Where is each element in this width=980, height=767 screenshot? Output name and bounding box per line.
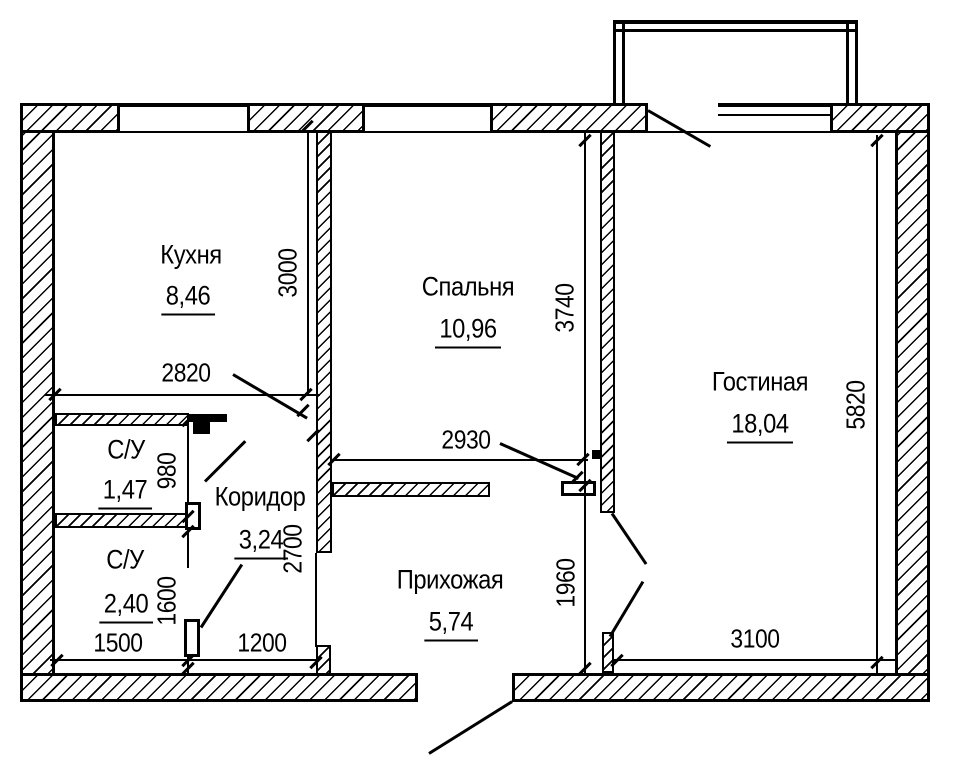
dim-line-3100 bbox=[613, 659, 895, 661]
bedroom-window bbox=[365, 103, 490, 133]
room-label-bedroom: Спальня bbox=[421, 271, 515, 302]
kitchen-door-frame-bar bbox=[187, 414, 227, 422]
dim-text-bath1-height: 980 bbox=[151, 452, 182, 490]
room-area-bedroom: 10,96 bbox=[434, 314, 502, 349]
dim-line-2930 bbox=[334, 459, 588, 461]
bath2-door-leaf bbox=[199, 563, 244, 629]
wall-bottom-segment-right bbox=[512, 673, 930, 702]
balcony-post-left-outer bbox=[613, 20, 616, 103]
kitchen-door-leaf bbox=[232, 373, 308, 420]
wall-kitchen-bedroom-divider bbox=[316, 131, 332, 553]
room-area-living: 18,04 bbox=[726, 409, 794, 444]
dim-text-kitchen-width: 2820 bbox=[161, 357, 211, 388]
bath1-door-leaf bbox=[203, 440, 247, 483]
dim-text-bedroom-width: 2930 bbox=[441, 424, 491, 455]
room-label-bath2: С/У bbox=[106, 544, 144, 575]
room-label-bath1: С/У bbox=[107, 434, 145, 465]
dim-text-living-width: 3100 bbox=[730, 623, 780, 654]
room-area-bath1: 1,47 bbox=[98, 475, 152, 510]
living-window bbox=[718, 103, 830, 133]
dim-line-3740-1960 bbox=[584, 133, 586, 675]
bath2-door-post bbox=[184, 619, 200, 657]
wall-top-segment-4 bbox=[830, 103, 930, 133]
wall-bath1-corridor-edge bbox=[187, 426, 189, 513]
dim-text-bath2-height: 1600 bbox=[151, 576, 182, 626]
living-wall-jog bbox=[592, 450, 602, 459]
wall-bath1-bath2 bbox=[55, 513, 189, 528]
dim-text-living-height: 5820 bbox=[840, 380, 871, 430]
entrance-door-leaf bbox=[428, 700, 513, 755]
wall-bath2-corridor-edge bbox=[187, 528, 189, 568]
balcony-post-left-inner bbox=[622, 20, 625, 103]
wall-bedroom-living-divider bbox=[600, 131, 615, 513]
living-door-leaf-lower bbox=[608, 580, 645, 638]
dim-text-hall-height: 1960 bbox=[550, 558, 581, 608]
dim-line-1500 bbox=[50, 659, 195, 661]
room-area-corridor: 3,24 bbox=[234, 525, 288, 560]
wall-kitchen-bath1 bbox=[55, 413, 189, 426]
kitchen-window bbox=[120, 103, 247, 133]
wall-outer-right bbox=[895, 103, 930, 702]
dim-text-corridor-width: 1200 bbox=[237, 627, 287, 658]
balcony-rail-outer bbox=[613, 20, 858, 24]
dim-line-2820 bbox=[45, 394, 320, 396]
corridor-passage-edge bbox=[315, 553, 317, 647]
balcony-rail-inner bbox=[613, 29, 858, 32]
room-label-corridor: Коридор bbox=[214, 481, 306, 512]
dim-line-5820 bbox=[876, 135, 878, 675]
dim-line-3000 bbox=[307, 133, 309, 395]
balcony-post-right-outer bbox=[855, 20, 858, 103]
dim-line-1200 bbox=[195, 659, 318, 661]
room-area-kitchen: 8,46 bbox=[161, 281, 215, 316]
balcony-post-right-inner bbox=[846, 20, 849, 103]
wall-outer-left bbox=[20, 103, 55, 702]
room-label-hall: Прихожая bbox=[396, 564, 504, 595]
living-door-leaf-upper bbox=[610, 512, 648, 565]
kitchen-door-frame-step bbox=[193, 422, 210, 434]
wall-top-segment-1 bbox=[20, 103, 120, 133]
room-area-hall: 5,74 bbox=[424, 607, 478, 642]
wall-top-segment-3 bbox=[490, 103, 648, 133]
room-area-bath2: 2,40 bbox=[99, 589, 153, 624]
wall-bath2-corridor-edge-lower bbox=[187, 655, 189, 673]
wall-bottom-segment-left bbox=[20, 673, 418, 702]
dim-text-bath2-width: 1500 bbox=[93, 627, 143, 658]
living-window-sill-line bbox=[718, 114, 830, 116]
dim-text-bedroom-height: 3740 bbox=[549, 283, 580, 333]
dim-text-kitchen-height: 3000 bbox=[272, 248, 303, 298]
room-label-kitchen: Кухня bbox=[160, 239, 222, 270]
room-label-living: Гостиная bbox=[711, 366, 809, 397]
wall-hall-bedroom-stub bbox=[332, 482, 490, 497]
dim-text-corridor-height: 2700 bbox=[277, 524, 308, 574]
